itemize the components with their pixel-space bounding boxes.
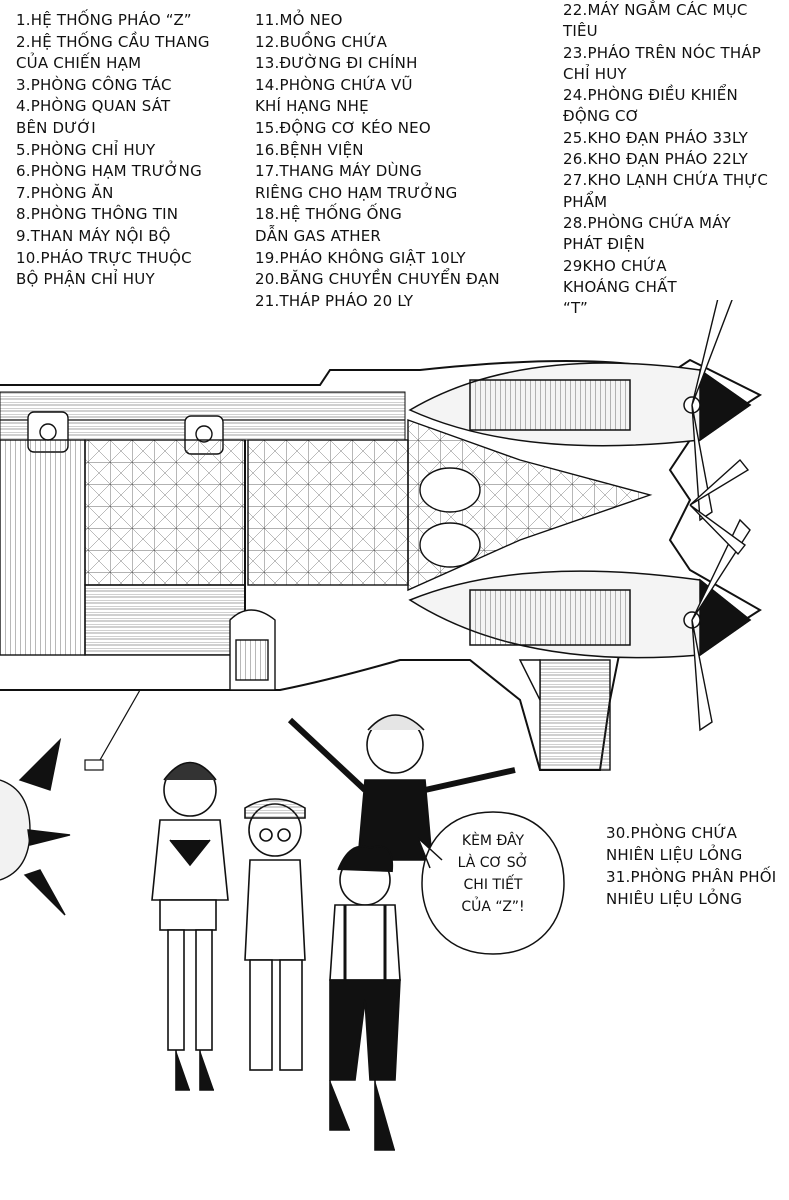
left-propeller bbox=[0, 737, 71, 916]
legend-line: 9.Than máy nội bộ bbox=[16, 226, 171, 245]
legend-line: 6.Phòng hạm trưởng bbox=[16, 162, 202, 181]
character-old-man bbox=[287, 714, 516, 861]
legend-line: 25.Kho đạn pháo 33ly bbox=[563, 128, 748, 147]
legend-line: 26.Kho đạn pháo 22ly bbox=[563, 150, 748, 169]
legend-line: 11.Mỏ neo bbox=[255, 11, 343, 29]
legend-line: 4.Phòng quan sát bbox=[16, 97, 171, 116]
airship-hull bbox=[0, 358, 763, 771]
character-girl bbox=[151, 761, 229, 1091]
characters bbox=[151, 714, 516, 1151]
legend-line: 5.Phòng chỉ huy bbox=[16, 140, 156, 159]
legend-line: “T” bbox=[563, 299, 588, 318]
legend-line: 10.Pháo trực thuộc bbox=[16, 248, 192, 267]
legend-column-3: 22.Máy ngắm các mục tiêu 23.Pháo trên nó… bbox=[563, 0, 787, 319]
legend-line: 21.Tháp pháo 20 ly bbox=[255, 291, 414, 310]
legend-line: bộ phận chỉ huy bbox=[16, 270, 155, 289]
legend-column-1: 1.Hệ thống pháo “Z” 2.Hệ thống cầu thang… bbox=[16, 10, 241, 291]
legend-line: khí hạng nhẹ bbox=[255, 97, 369, 116]
legend-line: 14.Phòng chứa vũ bbox=[255, 75, 413, 94]
legend-line: phát điện bbox=[563, 235, 645, 254]
legend-line: 16.Bệnh viện bbox=[255, 140, 364, 159]
legend-line: 2.Hệ thống cầu thang bbox=[16, 32, 210, 51]
legend-line: riêng cho hạm trưởng bbox=[255, 183, 458, 202]
hangar-grid bbox=[0, 439, 409, 660]
lower-fin bbox=[518, 659, 611, 771]
legend-line: 13.Đường đi chính bbox=[255, 54, 418, 73]
legend-line: 7.Phòng ăn bbox=[16, 183, 114, 202]
speech-line: chi tiết bbox=[463, 877, 523, 893]
legend-line: dẫn gas Ather bbox=[255, 226, 382, 245]
speech-bubble-text: Kèm đây là cơ sở chi tiết của “Z”! bbox=[418, 830, 568, 918]
legend-line: 28.Phòng chứa máy bbox=[563, 213, 731, 232]
legend-line: 20.Băng chuyền chuyển đạn bbox=[255, 270, 500, 289]
legend-line: chỉ huy bbox=[563, 64, 627, 83]
legend-line: nhiêu liệu lỏng bbox=[606, 890, 743, 908]
engine-nacelle-lower bbox=[408, 570, 752, 659]
character-boy-front bbox=[329, 845, 401, 1151]
legend-line: 18.Hệ thống ống bbox=[255, 205, 402, 224]
legend-line: 23.Pháo trên nóc tháp bbox=[563, 43, 762, 62]
legend-line: 15.Động cơ kéo neo bbox=[255, 118, 431, 137]
legend-line: bên dưới bbox=[16, 118, 96, 137]
speech-line: Kèm đây bbox=[461, 833, 525, 849]
speech-bubble: Kèm đây là cơ sở chi tiết của “Z”! bbox=[418, 808, 568, 958]
legend-line: của chiến hạm bbox=[16, 54, 142, 73]
legend-line: 19.Pháo không giật 10ly bbox=[255, 248, 466, 267]
anchor-line bbox=[84, 689, 141, 771]
legend-line: 24.Phòng điều khiển bbox=[563, 86, 738, 105]
legend-column-2: 11.Mỏ neo 12.Buồng chứa 13.Đường đi chín… bbox=[255, 10, 555, 312]
legend-line: 31.Phòng phân phối bbox=[606, 868, 777, 886]
legend-line: 22.Máy ngắm các mục bbox=[563, 1, 748, 19]
legend-column-bottom: 30.Phòng chứa nhiên liệu lỏng 31.Phòng p… bbox=[606, 822, 786, 910]
speech-bubble-outline bbox=[418, 811, 565, 955]
character-boy-glasses bbox=[244, 798, 306, 1071]
legend-line: động cơ bbox=[563, 107, 640, 126]
speech-line: của “Z”! bbox=[461, 899, 525, 915]
legend-line: 3.Phòng công tác bbox=[16, 75, 172, 94]
airship-cutaway-illustration bbox=[0, 300, 763, 1151]
elevator-pod bbox=[229, 609, 276, 691]
legend-line: 12.Buồng chứa bbox=[255, 32, 388, 51]
legend-line: phẩm bbox=[563, 192, 608, 211]
legend-line: khoáng chất bbox=[563, 277, 677, 296]
nose-section bbox=[407, 419, 653, 592]
legend-line: 8.Phòng thông tin bbox=[16, 205, 179, 224]
legend-line: nhiên liệu lỏng bbox=[606, 846, 743, 864]
legend-line: 27.Kho lạnh chứa thực bbox=[563, 171, 769, 190]
legend-line: 17.Thang máy dùng bbox=[255, 162, 422, 181]
speech-line: là cơ sở bbox=[457, 855, 529, 871]
engine-nacelle-upper bbox=[408, 362, 752, 447]
propeller-blades bbox=[689, 300, 751, 732]
legend-line: 1.Hệ thống pháo “Z” bbox=[16, 11, 192, 29]
legend-line: tiêu bbox=[563, 22, 598, 41]
legend-line: 29Kho chứa bbox=[563, 256, 667, 275]
legend-line: 30.Phòng chứa bbox=[606, 824, 738, 842]
